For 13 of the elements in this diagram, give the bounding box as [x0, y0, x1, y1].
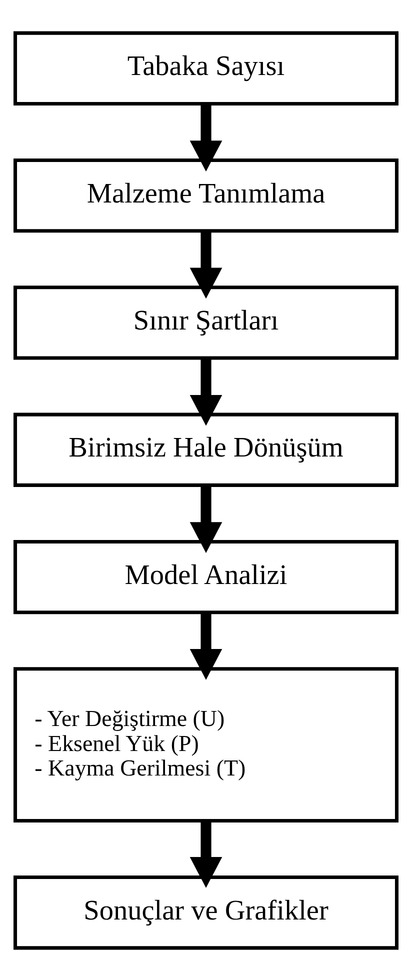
node-box: Sonuçlar ve Grafikler	[14, 875, 398, 950]
node-box: - Yer Değiştirme (U) - Eksenel Yük (P) - Kayma Gerilmesi (T)	[14, 666, 398, 822]
node-box: Sınır Şartları	[14, 285, 398, 360]
node-box: Model Analizi	[14, 539, 398, 614]
node-box: Birimsiz Hale Dönüşüm	[14, 412, 398, 486]
arrow	[190, 820, 222, 888]
arrow	[190, 230, 222, 298]
node-box: Malzeme Tanımlama	[14, 158, 398, 232]
arrow	[190, 358, 222, 426]
arrow	[190, 612, 222, 680]
arrow	[190, 103, 222, 171]
node-box: Tabaka Sayısı	[14, 30, 398, 105]
arrow	[190, 484, 222, 552]
